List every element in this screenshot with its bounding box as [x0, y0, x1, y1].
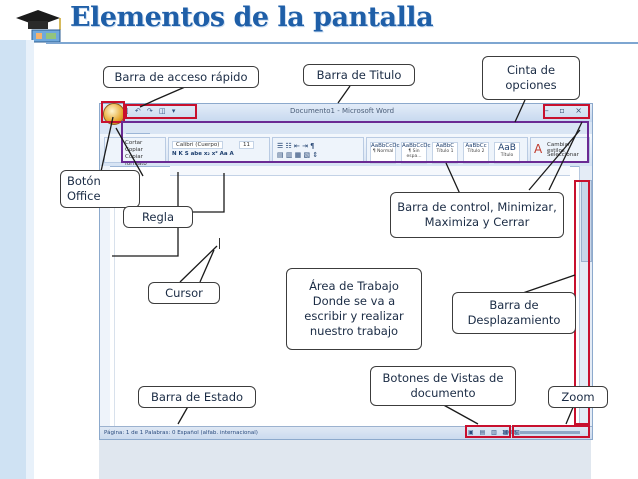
paragraph-group[interactable]: ☰ ☷ ⇤ ⇥ ¶ ▤ ▥ ▦ ▧ ⇕ [272, 137, 364, 163]
callout-view-buttons: Botones de Vistas de documento [370, 366, 516, 406]
style-swatch-1[interactable]: AaBbCcDc¶ Sin espa... [401, 142, 431, 164]
callout-status-bar: Barra de Estado [138, 386, 256, 408]
status-bar: Página: 1 de 1 Palabras: 0 Español (alfa… [100, 426, 592, 439]
change-styles-icon[interactable]: A [534, 142, 543, 156]
select-label[interactable]: Seleccionar [547, 152, 579, 158]
quick-access-toolbar[interactable]: ▣ ↶ ↷ ◫ ▾ [122, 107, 178, 115]
word-title-bar: ▣ ↶ ↷ ◫ ▾ Documento1 - Microsoft Word – … [100, 104, 592, 122]
format-buttons-icon[interactable]: N K S abe x₂ x² Aa A [172, 151, 234, 157]
left-decor-strip [0, 40, 26, 479]
view-buttons[interactable]: ▣ ▤ ▥ ▦ ▧ [468, 429, 522, 436]
callout-zoom: Zoom [548, 386, 608, 408]
paragraph-buttons-icon[interactable]: ☰ ☷ ⇤ ⇥ ¶ [277, 142, 315, 150]
ribbon-highlight [121, 121, 589, 163]
office-button-highlight [101, 101, 125, 123]
window-controls[interactable]: – ▫ × [544, 106, 586, 115]
qat-highlight [125, 104, 197, 119]
view-buttons-highlight [465, 425, 511, 438]
callout-ribbon: Cinta de opciones [482, 56, 580, 100]
vertical-ruler[interactable] [100, 166, 110, 426]
text-cursor [219, 238, 220, 249]
window-controls-highlight [543, 104, 590, 119]
change-styles-label[interactable]: Cambiar estilos [547, 142, 571, 154]
callout-office-button: Botón Office [60, 170, 140, 208]
callout-title-bar: Barra de Titulo [303, 64, 415, 86]
slide-header: Elementos de la pantalla [0, 0, 638, 44]
zoom-highlight [512, 425, 590, 438]
callout-ruler: Regla [123, 206, 193, 228]
callout-window-controls: Barra de control, Minimizar, Maximiza y … [390, 192, 564, 238]
callout-scrollbar: Barra de Desplazamiento [452, 292, 576, 334]
callout-cursor: Cursor [148, 282, 220, 304]
callout-work-area: Área de Trabajo Donde se va a escribir y… [286, 268, 422, 350]
edit-group[interactable]: A Cambiar estilos Seleccionar [530, 137, 590, 163]
page-area-below [99, 440, 591, 479]
left-decor-strip-light [26, 40, 34, 479]
font-name-select[interactable]: Calibri (Cuerpo) [172, 141, 224, 149]
callout-quick-access-bar: Barra de acceso rápido [103, 66, 259, 88]
style-swatch-0[interactable]: AaBbCcDc¶ Normal [370, 142, 400, 164]
font-size-select[interactable]: 11 [239, 141, 254, 149]
zoom-slider[interactable] [520, 431, 580, 434]
font-group[interactable]: Calibri (Cuerpo) 11 N K S abe x₂ x² Aa A [168, 137, 270, 163]
header-divider [46, 42, 638, 44]
status-text: Página: 1 de 1 Palabras: 0 Español (alfa… [104, 430, 258, 436]
clipboard-item-0[interactable]: Cortar [125, 140, 143, 146]
align-buttons-icon[interactable]: ▤ ▥ ▦ ▧ ⇕ [277, 151, 319, 159]
clipboard-item-1[interactable]: Copiar [125, 147, 143, 153]
graduation-cap-icon [16, 10, 61, 43]
word-document-title: Documento1 - Microsoft Word [290, 107, 395, 115]
slide-title: Elementos de la pantalla [70, 2, 434, 33]
